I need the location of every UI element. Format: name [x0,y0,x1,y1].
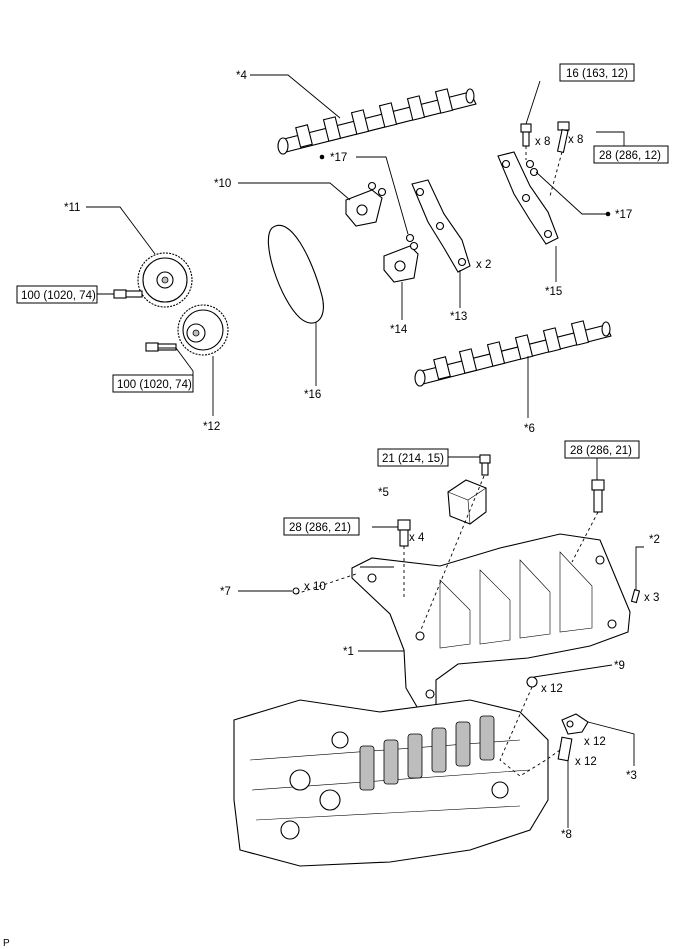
qty-pin-2: x 3 [644,592,659,604]
label-part-3: *3 [626,770,637,782]
gear-bolt-12 [145,342,177,352]
torque-spec-gear-11: 100 (1020, 74) [16,285,98,304]
gear-bolt-11 [113,289,143,299]
label-part-10: *10 [214,178,231,190]
svg-text:28 (286, 21): 28 (286, 21) [289,522,351,534]
label-part-17a: *17 [330,152,347,164]
bolt-28-286-21-right [591,479,605,513]
svg-text:28 (286, 21): 28 (286, 21) [570,445,632,457]
label-part-2: *2 [649,534,660,546]
torque-spec-28-286-21-right: 28 (286, 21) [564,440,640,459]
camshaft-part-4 [277,88,477,155]
label-part-1: *1 [343,646,354,658]
qty-cap-13: x 2 [476,259,491,271]
torque-spec-16-163-12: 16 (163, 12) [559,63,635,82]
label-part-13: *13 [450,311,467,323]
assembly-dashed-lines [295,146,599,777]
qty-ball-9: x 12 [541,683,563,695]
o-rings-part-17 [367,159,539,251]
torque-spec-28-286-12: 28 (286, 12) [593,145,669,164]
corner-mark: P [3,938,10,949]
leader-lines [86,74,644,828]
label-part-14: *14 [390,324,408,336]
lash-adjuster-ball-part-9 [526,676,538,688]
quantity-labels: x 8 x 8 x 2 x 4 x 10 x 3 x 12 x 12 x 12 [304,134,659,768]
label-part-11: *11 [64,202,80,214]
svg-text:16 (163, 12): 16 (163, 12) [566,68,628,80]
camshaft-housing-part-1 [351,533,631,713]
part-labels: *4 *10 *11 *12 *16 *14 *13 *17 *17 *15 *… [64,70,660,841]
camshaft-cap-part-14 [383,245,419,283]
bolt-28-286-12 [556,121,570,154]
svg-text:100 (1020, 74): 100 (1020, 74) [117,379,192,391]
qty-rocker-3: x 12 [584,736,606,748]
qty-carrier-bolt: x 4 [409,532,425,544]
label-part-9: *9 [614,660,625,672]
torque-spec-21-214-15: 21 (214, 15) [377,448,449,467]
qty-bolt-a: x 8 [535,136,550,148]
label-part-6: *6 [524,423,535,435]
camshaft-bearing-cap-part-15 [497,151,559,245]
torque-spec-28-286-21-carrier: 28 (286, 21) [283,517,360,536]
rocker-arm-part-3 [561,713,589,735]
torque-spec-gear-12: 100 (1020, 74) [112,374,194,393]
dowel-pin-part-2 [630,589,641,604]
label-part-7: *7 [220,586,231,598]
lash-adjuster-part-8 [557,736,573,762]
qty-pin-7: x 10 [304,581,326,593]
label-part-12: *12 [203,421,220,433]
label-part-8: *8 [561,829,572,841]
label-part-5: *5 [378,487,389,499]
camshaft-part-6 [414,320,612,387]
label-part-4: *4 [236,70,247,82]
svg-text:100 (1020, 74): 100 (1020, 74) [21,290,96,302]
camshaft-cap-part-10 [345,189,383,227]
camshaft-timing-gear-part-12 [177,304,229,356]
bolt-21-214-15 [479,454,491,476]
camshaft-bearing-cap-part-13 [411,179,471,273]
label-part-15: *15 [545,286,562,298]
qty-bolt-b: x 8 [568,134,583,146]
camshaft-timing-gear-part-11 [137,252,193,308]
label-part-17b: *17 [615,209,632,221]
svg-text:21 (214, 15): 21 (214, 15) [382,453,444,465]
bracket-part-5 [447,479,487,525]
bolt-16-163-12 [520,123,532,147]
cylinder-head [233,699,549,867]
qty-lifter-8: x 12 [575,756,597,768]
timing-chain-part-16 [267,225,324,324]
svg-text:28 (286, 12): 28 (286, 12) [599,150,661,162]
label-part-16: *16 [304,389,321,401]
